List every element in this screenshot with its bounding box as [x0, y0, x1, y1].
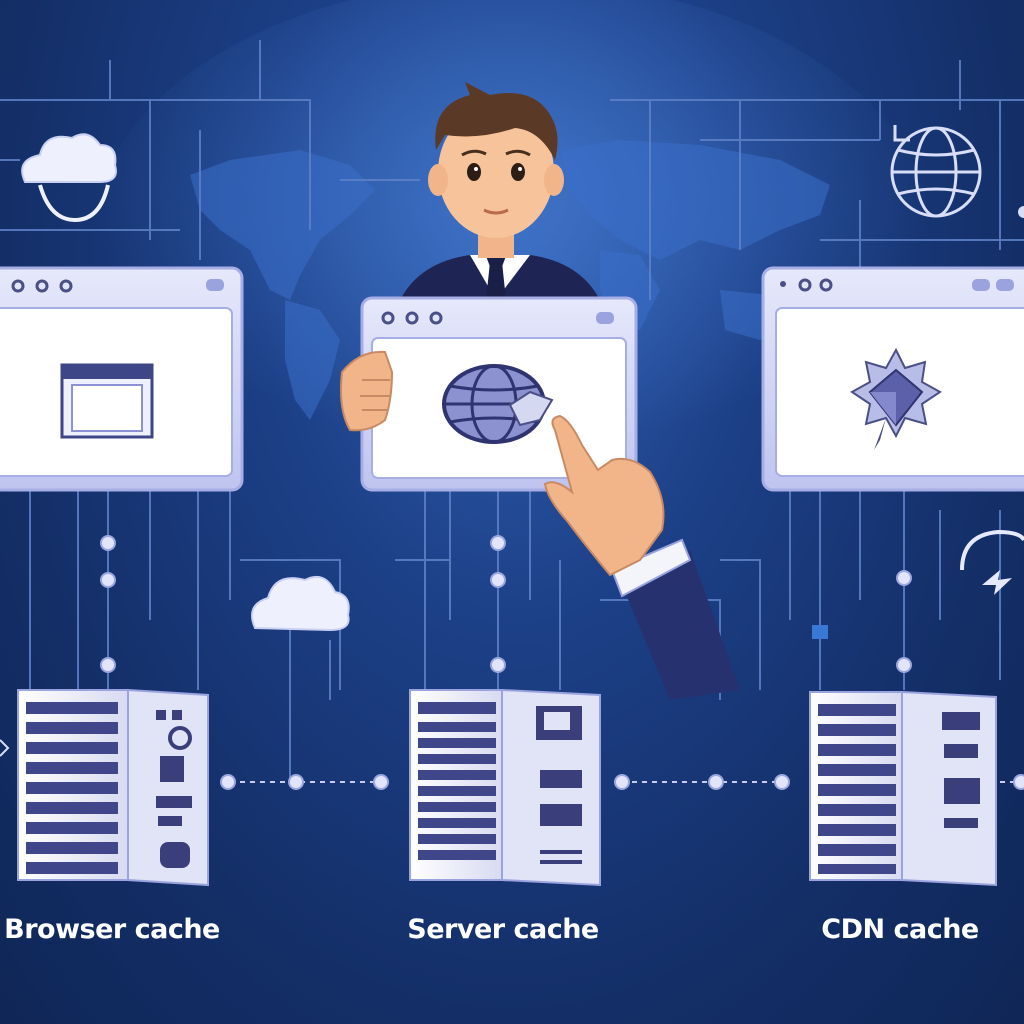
cloud-icon [21, 133, 117, 223]
connection-nodes [100, 535, 1024, 790]
edge-marker [0, 739, 10, 757]
server-icon [409, 688, 601, 887]
browser-cache-label: Browser cache [4, 914, 220, 945]
person-illustration [400, 82, 600, 300]
small-square [812, 625, 828, 639]
globe-cursor-icon [442, 364, 554, 444]
server-icon [809, 690, 997, 887]
browser-window-center [360, 296, 638, 492]
dot [1018, 206, 1024, 218]
gem-badge-icon [850, 347, 942, 450]
folder-window-icon [60, 363, 154, 439]
cdn-cache-label: CDN cache [821, 914, 979, 945]
network-lines [0, 40, 1024, 780]
server-cache-label: Server cache [407, 914, 599, 945]
pointing-hand [543, 414, 740, 700]
left-hand [340, 350, 394, 432]
server-icon [17, 688, 209, 887]
browser-window-right [761, 266, 1024, 492]
refresh-icon [960, 529, 1024, 595]
globe-icon [890, 125, 982, 218]
browser-window-left [0, 266, 244, 492]
cloud-icon [251, 576, 350, 632]
